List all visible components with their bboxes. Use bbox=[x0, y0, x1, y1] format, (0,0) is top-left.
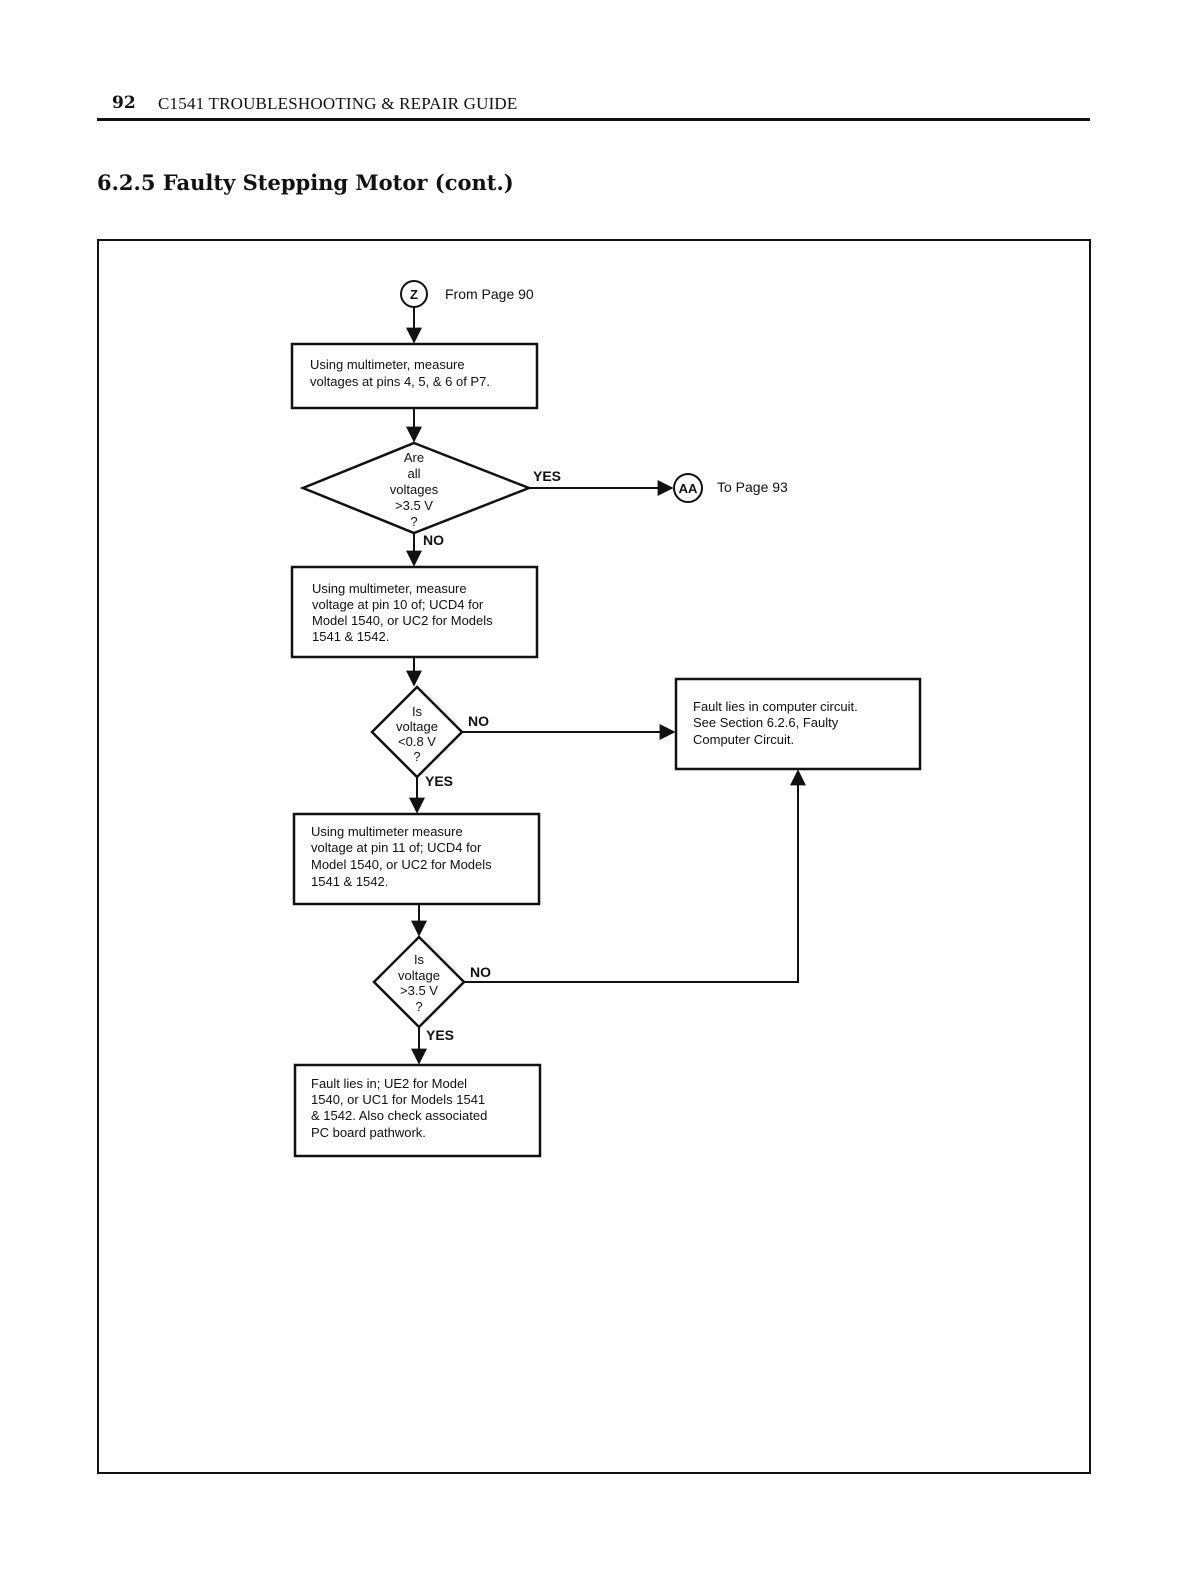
decision1-diamond: Are all voltages >3.5 V ? bbox=[299, 441, 533, 535]
flow-arrow-decision3-no bbox=[464, 769, 806, 983]
step3-line-2: voltage at pin 11 of; UCD4 for bbox=[311, 840, 482, 855]
decision3-line-4: ? bbox=[415, 999, 422, 1014]
fault-ue2-line-2: 1540, or UC1 for Models 1541 bbox=[311, 1092, 485, 1107]
fault-computer-box: Fault lies in computer circuit. See Sect… bbox=[674, 677, 922, 771]
step1-box: Using multimeter, measure voltages at pi… bbox=[290, 342, 539, 410]
decision3-line-2: voltage bbox=[398, 968, 440, 983]
running-title: C1541 TROUBLESHOOTING & REPAIR GUIDE bbox=[158, 94, 518, 113]
end-connector-label: To Page 93 bbox=[717, 479, 788, 495]
start-connector-label: From Page 90 bbox=[445, 286, 534, 302]
fault-ue2-rect bbox=[293, 1063, 542, 1158]
decision1-line-5: ? bbox=[410, 514, 417, 529]
fault-computer-line-3: Computer Circuit. bbox=[693, 732, 794, 747]
decision2-diamond: Is voltage <0.8 V ? bbox=[370, 685, 464, 779]
step3-line-1: Using multimeter measure bbox=[311, 824, 463, 839]
start-connector: Z From Page 90 bbox=[400, 280, 534, 308]
decision3-no-label: NO bbox=[470, 964, 491, 980]
decision2-no-label: NO bbox=[468, 713, 489, 729]
page-header: 92 C1541 TROUBLESHOOTING & REPAIR GUIDE bbox=[97, 90, 1090, 121]
step3-line-3: Model 1540, or UC2 for Models bbox=[311, 857, 492, 872]
step2-line-3: Model 1540, or UC2 for Models bbox=[312, 613, 493, 628]
step2-line-2: voltage at pin 10 of; UCD4 for bbox=[312, 597, 484, 612]
decision3-diamond: Is voltage >3.5 V ? bbox=[372, 935, 466, 1029]
fault-computer-rect bbox=[674, 677, 922, 771]
decision2-yes-label: YES bbox=[425, 773, 453, 789]
fault-computer-line-2: See Section 6.2.6, Faulty bbox=[693, 715, 839, 730]
step2-line-1: Using multimeter, measure bbox=[312, 581, 467, 596]
fault-ue2-line-1: Fault lies in; UE2 for Model bbox=[311, 1076, 467, 1091]
step3-rect bbox=[292, 812, 541, 906]
decision1-line-4: >3.5 V bbox=[395, 498, 433, 513]
decision2-line-3: <0.8 V bbox=[398, 734, 436, 749]
end-connector-circle bbox=[673, 473, 703, 503]
step1-line-2: voltages at pins 4, 5, & 6 of P7. bbox=[310, 374, 490, 389]
step3-box: Using multimeter measure voltage at pin … bbox=[292, 812, 541, 906]
step1-line-1: Using multimeter, measure bbox=[310, 357, 465, 372]
section-title: 6.2.5 Faulty Stepping Motor (cont.) bbox=[97, 170, 514, 195]
fault-computer-line-1: Fault lies in computer circuit. bbox=[693, 699, 858, 714]
decision1-line-2: all bbox=[407, 466, 420, 481]
decision1-yes-label: YES bbox=[533, 468, 561, 484]
step2-line-4: 1541 & 1542. bbox=[312, 629, 389, 644]
decision1-line-3: voltages bbox=[390, 482, 439, 497]
decision3-yes-label: YES bbox=[426, 1027, 454, 1043]
decision3-line-3: >3.5 V bbox=[400, 983, 438, 998]
decision3-line-1: Is bbox=[414, 952, 425, 967]
fault-ue2-line-3: & 1542. Also check associated bbox=[311, 1108, 487, 1123]
step3-line-4: 1541 & 1542. bbox=[311, 874, 388, 889]
fault-ue2-line-4: PC board pathwork. bbox=[311, 1125, 426, 1140]
decision2-line-4: ? bbox=[413, 749, 420, 764]
flowchart-frame bbox=[97, 239, 1091, 1474]
start-connector-symbol: Z bbox=[410, 287, 418, 302]
decision1-line-1: Are bbox=[404, 450, 424, 465]
decision2-line-2: voltage bbox=[396, 719, 438, 734]
end-connector: AA To Page 93 bbox=[673, 473, 788, 503]
page-number: 92 bbox=[112, 93, 136, 113]
decision2-line-1: Is bbox=[412, 704, 423, 719]
end-connector-symbol: AA bbox=[679, 481, 698, 496]
fault-ue2-box: Fault lies in; UE2 for Model 1540, or UC… bbox=[293, 1063, 542, 1158]
decision1-no-label: NO bbox=[423, 532, 444, 548]
step2-box: Using multimeter, measure voltage at pin… bbox=[290, 565, 539, 659]
